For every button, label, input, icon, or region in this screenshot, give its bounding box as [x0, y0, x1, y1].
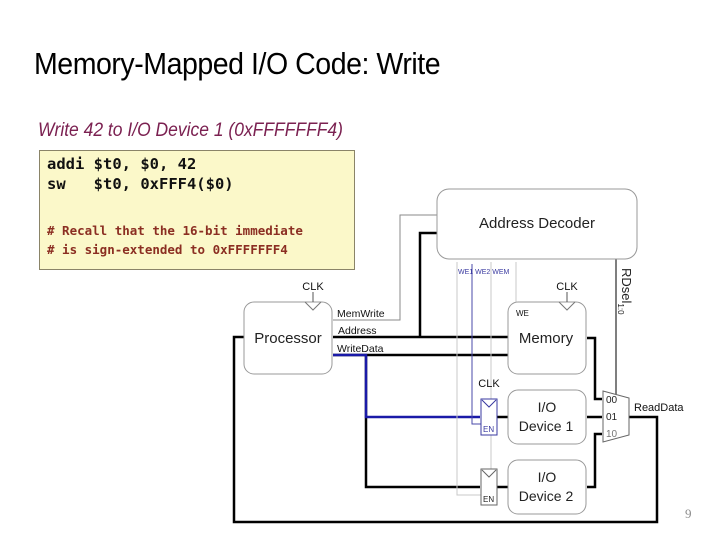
read-data-mux [602, 390, 630, 443]
io-device-1-label-line1: I/O [538, 399, 557, 415]
mem-write-wire [333, 214, 437, 321]
code-block: addi $t0, $0, 42 sw $t0, 0xFFF4($0) # Re… [39, 150, 355, 270]
write-data-label: WriteData [337, 343, 384, 355]
memory-clk-label: CLK [556, 281, 578, 293]
read-data-label: ReadData [634, 402, 684, 414]
mux-input-00: 00 [606, 395, 618, 406]
slide-title: Memory-Mapped I/O Code: Write [34, 46, 441, 81]
address-decoder-label: Address Decoder [479, 215, 595, 232]
address-label: Address [338, 325, 377, 337]
io-device-2-register [480, 468, 498, 506]
page-number: 9 [685, 506, 692, 521]
io-device-1-block [507, 389, 587, 445]
decoder-we-labels: WE1 WE2 WEM [458, 269, 510, 276]
io-device-1-register [480, 398, 498, 436]
read-data-bus [232, 335, 659, 524]
code-line-addi: addi $t0, $0, 42 [47, 155, 197, 173]
io-device-2-label-line2: Device 2 [519, 488, 574, 504]
io-device-1-label-line2: Device 1 [519, 418, 574, 434]
rdsel-label: RDsel1:0 [616, 268, 634, 315]
memory-we-label: WE [516, 309, 529, 318]
mux-input-01: 01 [606, 412, 618, 423]
code-comment-1: # Recall that the 16-bit immediate [47, 223, 303, 238]
register-2-en-label: EN [483, 495, 494, 504]
processor-label: Processor [254, 330, 322, 347]
code-line-sw: sw $t0, 0xFFF4($0) [47, 175, 234, 193]
register-1-clk-triangle [481, 399, 497, 408]
memory-clk-triangle [558, 301, 576, 311]
code-comment-2: # is sign-extended to 0xFFFFFFF4 [47, 242, 288, 257]
register-2-clk-triangle [481, 469, 497, 478]
register-1-en-label: EN [483, 425, 494, 434]
we1-enable-wire [471, 264, 482, 425]
highlighted-write-path [333, 353, 480, 419]
processor-clk-label: CLK [302, 281, 324, 293]
io-clk-label: CLK [478, 378, 500, 390]
io-device-2-label-line1: I/O [538, 469, 557, 485]
register-to-device-wires [497, 415, 508, 489]
processor-block [243, 301, 333, 375]
mux-input-10: 10 [606, 429, 618, 440]
processor-clk-triangle [304, 301, 322, 311]
memory-label: Memory [519, 330, 574, 347]
address-decoder-block [436, 188, 638, 260]
slide-subtitle: Write 42 to I/O Device 1 (0xFFFFFFF4) [38, 120, 343, 141]
memory-block [507, 301, 587, 375]
memory-to-mux-wire [587, 336, 602, 489]
decoder-enable-wires [456, 262, 517, 496]
address-bus [333, 231, 510, 339]
io-device-2-block [507, 459, 587, 515]
mem-write-label: MemWrite [337, 308, 385, 320]
